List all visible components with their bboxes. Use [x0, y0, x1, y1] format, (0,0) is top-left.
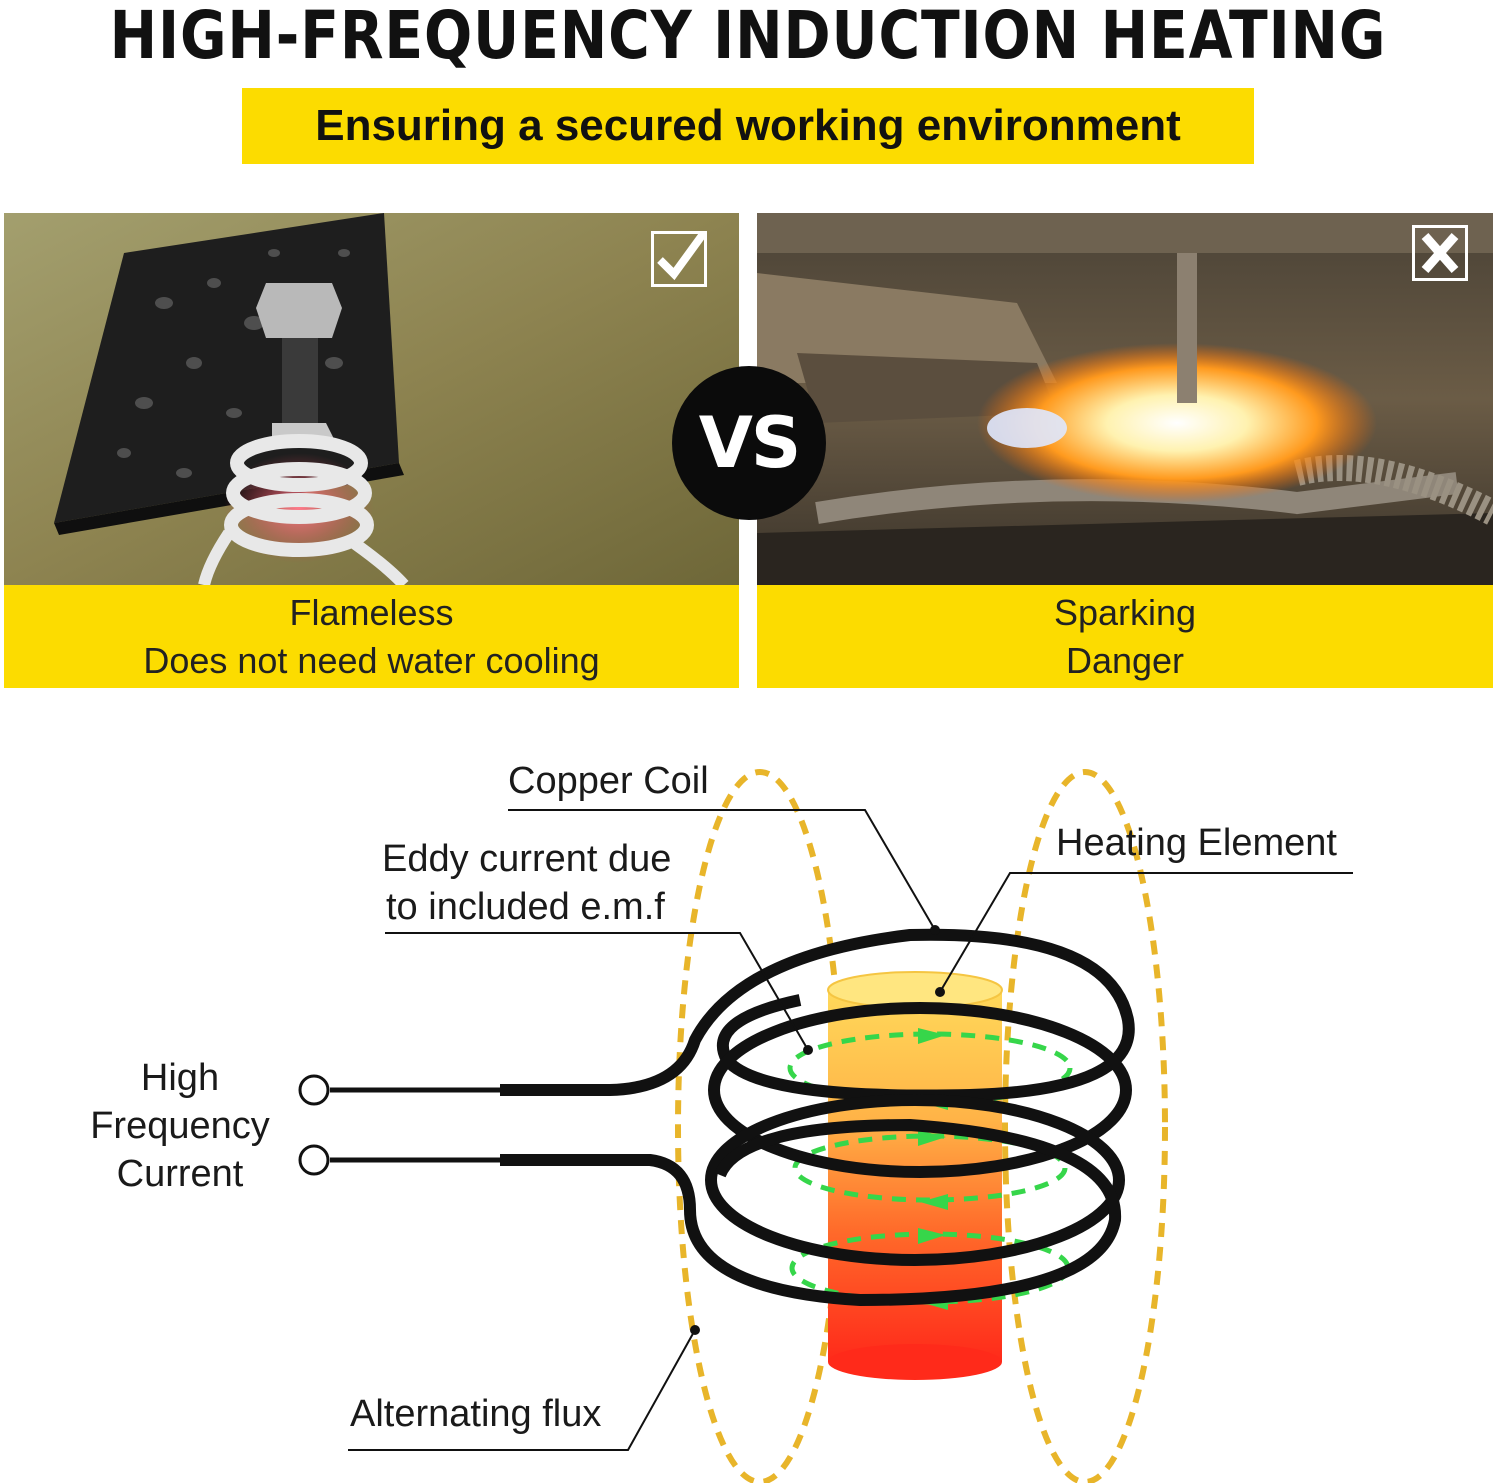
terminal-bottom	[298, 1144, 330, 1176]
hf-line: Frequency	[90, 1105, 270, 1147]
hf-line: High	[140, 1057, 220, 1099]
flameless-panel: Flameless Does not need water cooling	[4, 213, 739, 688]
vs-badge: VS	[672, 366, 826, 520]
page-title: HIGH-FREQUENCY INDUCTION HEATING	[109, 0, 1387, 74]
label-heating-element: Heating Element	[1056, 822, 1337, 864]
vs-label: VS	[698, 402, 802, 484]
x-mark-icon	[1421, 233, 1459, 273]
subtitle-banner: Ensuring a secured working environment	[242, 88, 1254, 164]
torch-flame-photo	[757, 213, 1493, 585]
rejected-mark	[1412, 225, 1468, 281]
flameless-caption: Flameless Does not need water cooling	[4, 585, 739, 688]
induction-diagram	[298, 769, 1353, 1483]
copper-coil	[500, 928, 1135, 1307]
caption-line: Danger	[1065, 639, 1185, 681]
terminal-top	[298, 1074, 330, 1106]
flux-loop-right	[1002, 769, 1168, 1483]
label-alternating-flux: Alternating flux	[350, 1393, 602, 1435]
hf-line: Current	[116, 1153, 244, 1195]
sparking-caption: Sparking Danger	[757, 585, 1493, 688]
approved-mark	[651, 227, 710, 287]
label-eddy-line1: Eddy current due	[382, 838, 672, 880]
label-high-frequency-current: High Frequency Current	[80, 1054, 280, 1198]
checkmark-icon	[657, 227, 710, 281]
induction-coil-photo	[4, 213, 739, 585]
caption-line: Sparking	[1053, 591, 1197, 633]
label-eddy-line2: to included e.m.f	[386, 886, 665, 928]
label-copper-coil: Copper Coil	[508, 760, 709, 802]
sparking-panel: Sparking Danger	[757, 213, 1493, 688]
subtitle-text: Ensuring a secured working environment	[315, 101, 1181, 150]
caption-line: Flameless	[289, 591, 454, 633]
caption-line: Does not need water cooling	[143, 639, 600, 681]
